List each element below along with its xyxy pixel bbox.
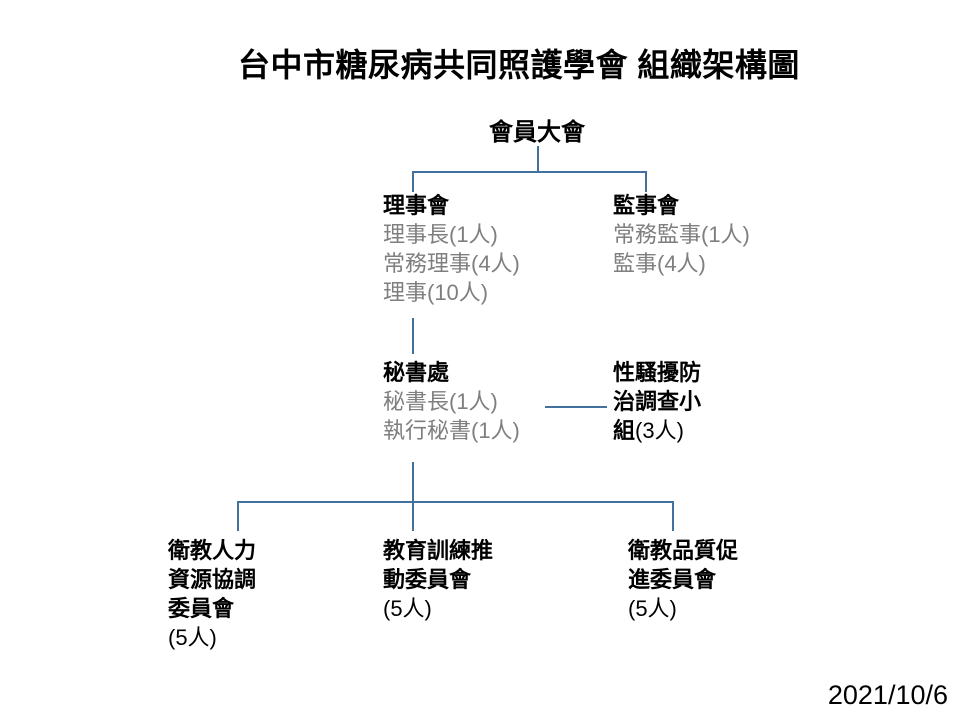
committee-name-line: 資源協調	[168, 567, 257, 592]
connector-board-drop	[412, 171, 414, 192]
committee-name-line: 教育訓練推	[383, 538, 494, 563]
secretariat-member: 執行秘書(1人)	[383, 418, 520, 443]
board-member: 理事長(1人)	[383, 222, 498, 247]
node-supervisors: 監事會 常務監事(1人) 監事(4人)	[613, 191, 750, 278]
secretariat-member: 秘書長(1人)	[383, 389, 498, 414]
date-label: 2021/10/6	[827, 680, 948, 710]
committee-name-line: 動委員會	[383, 567, 472, 592]
committee-count: (5人)	[168, 625, 217, 650]
connector-secretariat-stem	[412, 462, 414, 531]
committee-count: (5人)	[383, 596, 432, 621]
supervisors-member: 監事(4人)	[613, 251, 706, 276]
node-committee-training: 教育訓練推 動委員會 (5人)	[383, 536, 493, 623]
taskforce-title-line: 治調查小	[613, 389, 702, 414]
taskforce-title-fragment: 組	[613, 418, 636, 443]
node-board: 理事會 理事長(1人) 常務理事(4人) 理事(10人)	[383, 191, 520, 307]
connector-supervisors-drop	[645, 171, 647, 192]
node-committee-quality: 衛教品質促 進委員會 (5人)	[628, 536, 738, 623]
connector-assembly-bar	[412, 171, 646, 173]
taskforce-title-line: 組(3人)	[613, 416, 701, 445]
page-title: 台中市糖尿病共同照護學會 組織架構圖	[238, 47, 800, 83]
connector-secretariat-taskforce	[545, 406, 607, 408]
connector-committee1-drop	[237, 501, 239, 531]
committee-name-line: 衛教人力	[168, 538, 257, 563]
board-title: 理事會	[383, 193, 450, 218]
committee-name-line: 衛教品質促	[628, 538, 739, 563]
node-committee-manpower: 衛教人力 資源協調 委員會 (5人)	[168, 536, 256, 652]
connector-committees-bar	[237, 501, 673, 503]
secretariat-title: 秘書處	[383, 360, 450, 385]
supervisors-title: 監事會	[613, 193, 680, 218]
node-member-assembly: 會員大會	[489, 119, 585, 146]
node-secretariat: 秘書處 秘書長(1人) 執行秘書(1人)	[383, 358, 520, 445]
committee-count: (5人)	[628, 596, 677, 621]
board-member: 理事(10人)	[383, 280, 489, 305]
connector-committee3-drop	[672, 501, 674, 531]
node-harassment-taskforce: 性騷擾防 治調查小 組(3人)	[613, 358, 701, 445]
connector-board-secretariat	[412, 318, 414, 354]
taskforce-title-line: 性騷擾防	[613, 360, 702, 385]
board-member: 常務理事(4人)	[383, 251, 520, 276]
taskforce-count: (3人)	[635, 418, 684, 443]
supervisors-member: 常務監事(1人)	[613, 222, 750, 247]
connector-assembly-stem	[537, 146, 539, 172]
committee-name-line: 委員會	[168, 596, 235, 621]
committee-name-line: 進委員會	[628, 567, 717, 592]
